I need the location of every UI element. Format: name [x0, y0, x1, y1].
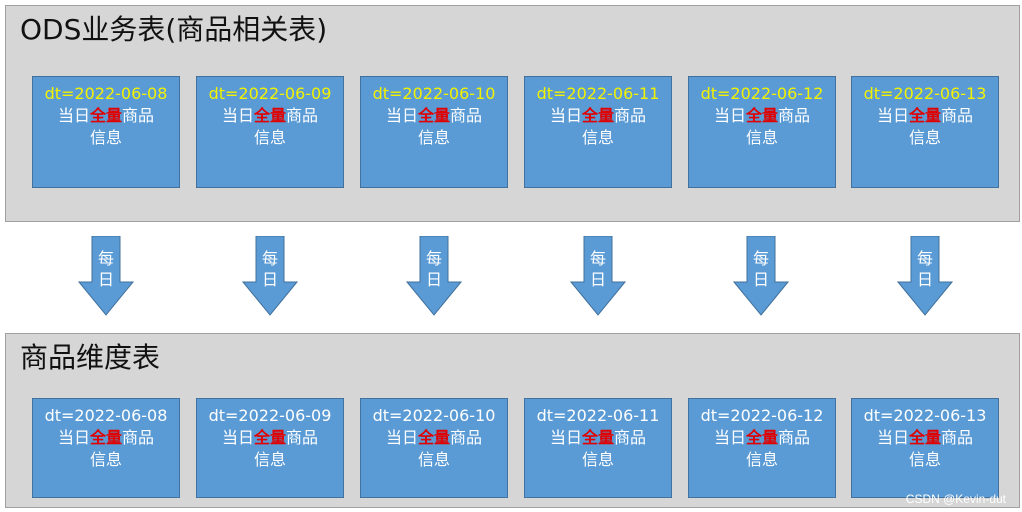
- dim-box-0611: dt=2022-06-11 当日全量商品 信息: [524, 398, 672, 498]
- box-line2: 当日全量商品: [221, 106, 319, 125]
- watermark: CSDN @Kevin-dut: [905, 492, 1006, 506]
- down-arrow-icon: [78, 236, 134, 316]
- ods-band-title: ODS业务表(商品相关表): [20, 13, 328, 46]
- arrow-label: 每日: [425, 249, 442, 289]
- highlight-word: 全量: [745, 428, 778, 447]
- box-line2: 当日全量商品: [221, 428, 319, 447]
- box-line3: 信息: [253, 128, 286, 147]
- box-date: dt=2022-06-11: [536, 406, 660, 425]
- box-line2: 当日全量商品: [57, 428, 155, 447]
- dim-band: 商品维度表 dt=2022-06-08 当日全量商品 信息 dt=2022-06…: [5, 333, 1020, 508]
- box-line3: 信息: [581, 450, 614, 469]
- ods-box-0609: dt=2022-06-09 当日全量商品 信息: [196, 76, 344, 188]
- down-arrow-icon: [897, 236, 953, 316]
- box-line2: 当日全量商品: [876, 428, 974, 447]
- box-line2: 当日全量商品: [385, 106, 483, 125]
- box-date: dt=2022-06-08: [44, 406, 168, 425]
- box-line2: 当日全量商品: [713, 106, 811, 125]
- dim-box-0610: dt=2022-06-10 当日全量商品 信息: [360, 398, 508, 498]
- ods-box-0610: dt=2022-06-10 当日全量商品 信息: [360, 76, 508, 188]
- daily-arrow-4: 每日: [570, 236, 626, 316]
- box-line3: 信息: [417, 128, 450, 147]
- ods-box-0613: dt=2022-06-13 当日全量商品 信息: [851, 76, 999, 188]
- box-line3: 信息: [908, 128, 941, 147]
- box-line2: 当日全量商品: [57, 106, 155, 125]
- box-date: dt=2022-06-12: [700, 84, 824, 103]
- highlight-word: 全量: [89, 428, 122, 447]
- daily-arrow-6: 每日: [897, 236, 953, 316]
- down-arrow-icon: [570, 236, 626, 316]
- highlight-word: 全量: [253, 106, 286, 125]
- arrow-label: 每日: [916, 249, 933, 289]
- down-arrow-icon: [406, 236, 462, 316]
- box-date: dt=2022-06-08: [44, 84, 168, 103]
- highlight-word: 全量: [908, 428, 941, 447]
- down-arrow-icon: [733, 236, 789, 316]
- box-line3: 信息: [89, 128, 122, 147]
- box-date: dt=2022-06-10: [372, 84, 496, 103]
- daily-arrow-5: 每日: [733, 236, 789, 316]
- arrow-label: 每日: [589, 249, 606, 289]
- box-line2: 当日全量商品: [549, 106, 647, 125]
- box-date: dt=2022-06-12: [700, 406, 824, 425]
- box-date: dt=2022-06-10: [372, 406, 496, 425]
- dim-box-0608: dt=2022-06-08 当日全量商品 信息: [32, 398, 180, 498]
- dim-band-title: 商品维度表: [20, 341, 161, 374]
- box-line3: 信息: [745, 128, 778, 147]
- ods-box-0608: dt=2022-06-08 当日全量商品 信息: [32, 76, 180, 188]
- box-line3: 信息: [581, 128, 614, 147]
- box-line3: 信息: [908, 450, 941, 469]
- arrow-label: 每日: [97, 249, 114, 289]
- highlight-word: 全量: [745, 106, 778, 125]
- ods-box-0612: dt=2022-06-12 当日全量商品 信息: [688, 76, 836, 188]
- box-line2: 当日全量商品: [549, 428, 647, 447]
- arrow-label: 每日: [261, 249, 278, 289]
- box-line2: 当日全量商品: [713, 428, 811, 447]
- box-line3: 信息: [417, 450, 450, 469]
- dim-box-0612: dt=2022-06-12 当日全量商品 信息: [688, 398, 836, 498]
- box-line3: 信息: [745, 450, 778, 469]
- box-date: dt=2022-06-13: [863, 406, 987, 425]
- highlight-word: 全量: [253, 428, 286, 447]
- box-date: dt=2022-06-09: [208, 406, 332, 425]
- box-line3: 信息: [89, 450, 122, 469]
- dim-box-0609: dt=2022-06-09 当日全量商品 信息: [196, 398, 344, 498]
- box-date: dt=2022-06-13: [863, 84, 987, 103]
- highlight-word: 全量: [581, 106, 614, 125]
- box-line2: 当日全量商品: [385, 428, 483, 447]
- ods-box-0611: dt=2022-06-11 当日全量商品 信息: [524, 76, 672, 188]
- down-arrow-icon: [242, 236, 298, 316]
- highlight-word: 全量: [581, 428, 614, 447]
- box-line2: 当日全量商品: [876, 106, 974, 125]
- daily-arrow-1: 每日: [78, 236, 134, 316]
- box-date: dt=2022-06-09: [208, 84, 332, 103]
- box-line3: 信息: [253, 450, 286, 469]
- highlight-word: 全量: [417, 106, 450, 125]
- daily-arrow-2: 每日: [242, 236, 298, 316]
- highlight-word: 全量: [908, 106, 941, 125]
- dim-box-0613: dt=2022-06-13 当日全量商品 信息: [851, 398, 999, 498]
- highlight-word: 全量: [89, 106, 122, 125]
- highlight-word: 全量: [417, 428, 450, 447]
- ods-band: ODS业务表(商品相关表) dt=2022-06-08 当日全量商品 信息 dt…: [5, 5, 1020, 222]
- box-date: dt=2022-06-11: [536, 84, 660, 103]
- arrow-label: 每日: [752, 249, 769, 289]
- daily-arrow-3: 每日: [406, 236, 462, 316]
